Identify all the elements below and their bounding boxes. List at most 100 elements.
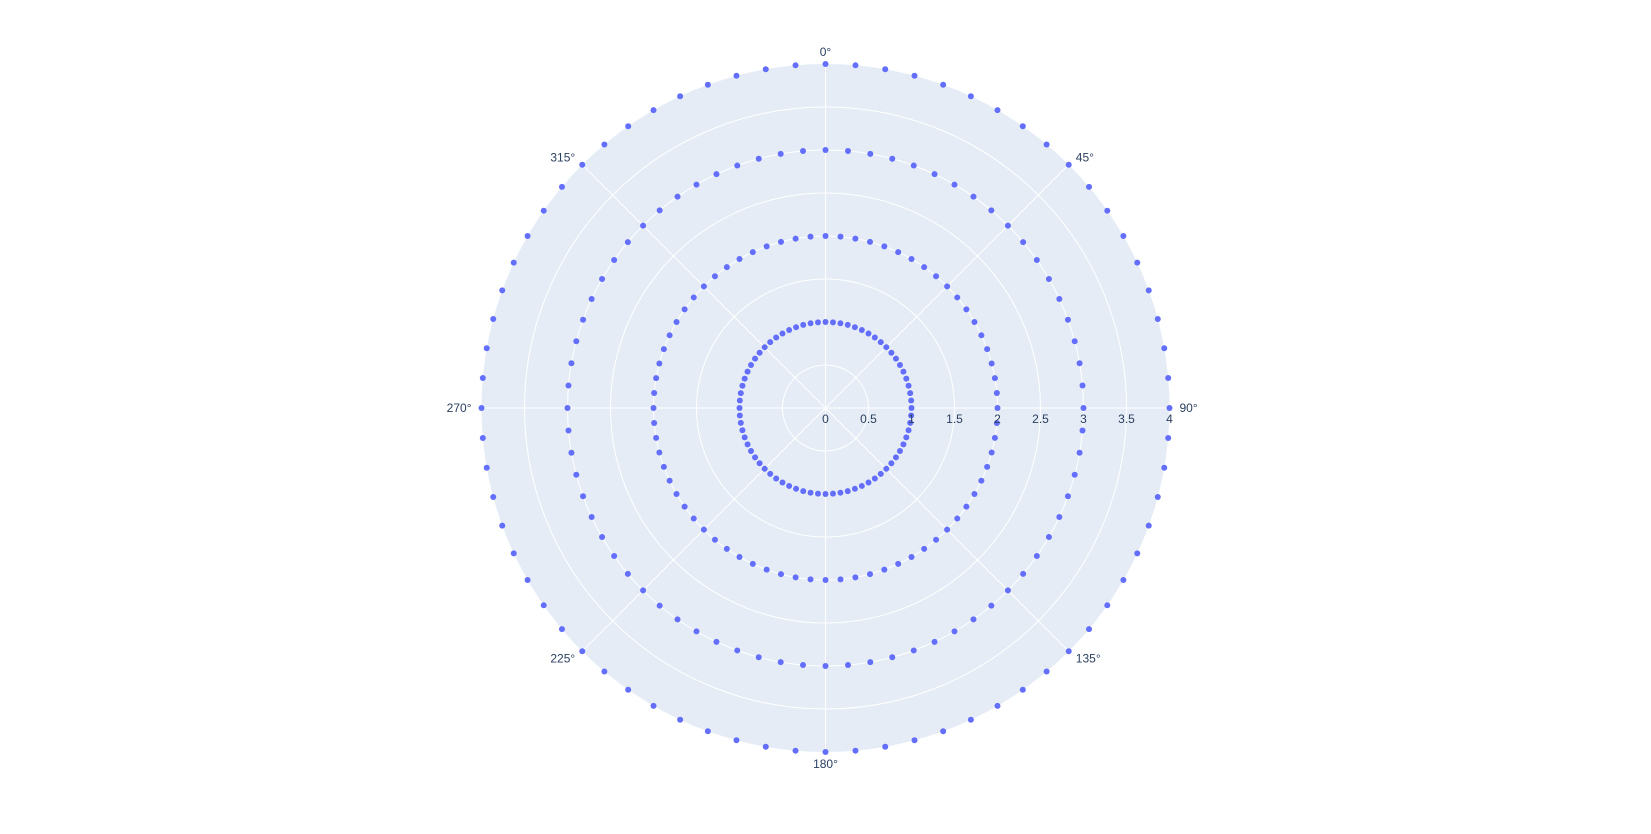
- data-point: [749, 249, 756, 256]
- data-point: [844, 662, 851, 669]
- data-point: [1045, 534, 1052, 540]
- data-point: [752, 355, 759, 362]
- data-point: [800, 488, 807, 495]
- data-point: [851, 485, 858, 492]
- data-point: [656, 449, 663, 456]
- data-point: [651, 419, 658, 426]
- data-point: [800, 147, 807, 154]
- data-point: [711, 536, 718, 543]
- data-point: [908, 412, 915, 419]
- data-point: [650, 702, 657, 709]
- data-point: [1079, 382, 1086, 389]
- data-point: [991, 434, 998, 441]
- angular-tick-label: 0°: [820, 45, 832, 59]
- data-point: [540, 602, 547, 609]
- data-point: [681, 306, 688, 313]
- data-point: [963, 503, 970, 510]
- data-point: [713, 638, 720, 645]
- data-point: [579, 161, 586, 168]
- data-point: [905, 427, 912, 434]
- data-point: [800, 662, 807, 669]
- data-point: [565, 427, 572, 434]
- data-point: [1043, 668, 1050, 675]
- data-point: [763, 243, 770, 250]
- data-point: [852, 62, 859, 69]
- data-point: [573, 471, 580, 478]
- data-point: [895, 249, 902, 256]
- radial-tick-label: 3.5: [1118, 412, 1135, 426]
- data-point: [681, 503, 688, 510]
- data-point: [1065, 161, 1072, 168]
- data-point: [752, 454, 759, 461]
- data-point: [741, 375, 748, 382]
- data-point: [1071, 338, 1078, 345]
- data-point: [933, 273, 940, 280]
- data-point: [755, 155, 762, 162]
- grid-lines: [481, 64, 1170, 752]
- data-point: [951, 628, 958, 635]
- data-point: [588, 295, 595, 302]
- data-point: [807, 320, 814, 327]
- data-point: [510, 259, 517, 266]
- data-point: [896, 362, 903, 368]
- data-point: [984, 463, 991, 470]
- data-point: [673, 491, 680, 497]
- data-point: [734, 162, 741, 169]
- data-point: [1161, 464, 1168, 471]
- data-point: [599, 276, 606, 282]
- data-point: [851, 324, 858, 331]
- angular-tick-label: 270°: [447, 401, 472, 415]
- data-point: [994, 405, 1001, 411]
- data-point: [793, 324, 800, 331]
- data-point: [852, 574, 859, 581]
- data-point: [762, 743, 769, 750]
- data-point: [994, 702, 1001, 709]
- data-point: [877, 470, 884, 477]
- data-point: [704, 728, 711, 735]
- data-point: [967, 716, 974, 723]
- data-point: [1004, 222, 1011, 229]
- data-point: [865, 479, 872, 486]
- data-point: [954, 515, 961, 522]
- data-point: [908, 256, 915, 263]
- data-point: [970, 616, 977, 623]
- data-point: [580, 316, 587, 323]
- data-point: [656, 360, 663, 367]
- data-point: [1019, 686, 1026, 693]
- data-point: [984, 346, 991, 353]
- data-point: [736, 412, 743, 419]
- data-point: [988, 602, 995, 609]
- radial-tick-label: 1.5: [946, 412, 963, 426]
- data-point: [748, 448, 755, 454]
- data-point: [951, 181, 958, 188]
- data-point: [786, 327, 793, 334]
- data-point: [903, 375, 910, 382]
- data-point: [921, 545, 928, 552]
- data-point: [660, 346, 667, 353]
- data-point: [1134, 259, 1141, 266]
- radial-tick-label: 1: [908, 412, 915, 426]
- data-point: [1043, 141, 1050, 148]
- data-point: [499, 522, 506, 529]
- data-point: [931, 171, 938, 178]
- data-point: [540, 207, 547, 214]
- data-point: [944, 283, 951, 290]
- data-point: [690, 515, 697, 522]
- data-point: [991, 375, 998, 382]
- data-point: [674, 193, 681, 200]
- data-point: [761, 344, 768, 351]
- data-point: [748, 362, 755, 368]
- data-point: [800, 321, 807, 328]
- data-point: [910, 647, 917, 654]
- data-point: [786, 482, 793, 489]
- data-point: [792, 62, 799, 69]
- data-point: [483, 464, 490, 471]
- data-point: [892, 454, 899, 461]
- data-point: [822, 749, 829, 755]
- data-point: [756, 460, 763, 467]
- data-point: [693, 628, 700, 635]
- data-point: [1019, 123, 1026, 130]
- angular-tick-label: 225°: [550, 651, 575, 665]
- data-point: [792, 747, 799, 754]
- data-point: [877, 339, 884, 346]
